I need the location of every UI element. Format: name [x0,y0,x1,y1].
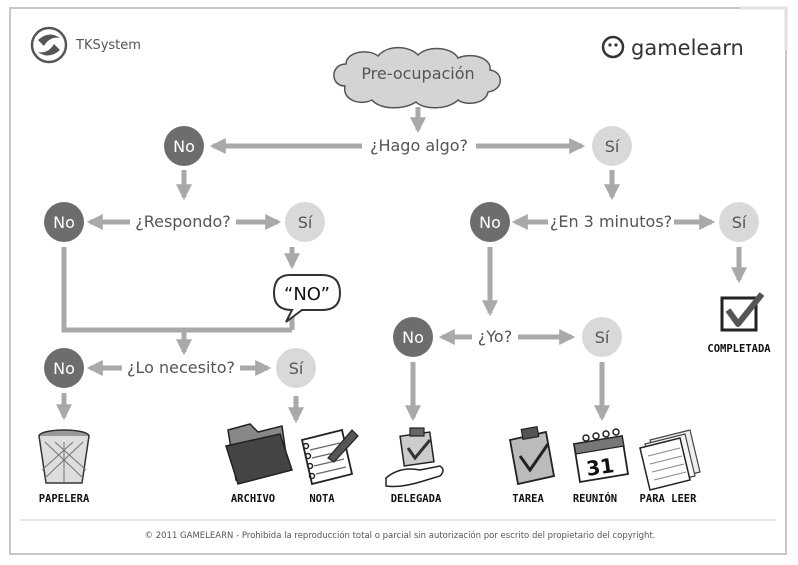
no-label: No [53,213,75,232]
label-tarea: TAREA [512,493,544,505]
tksystem-logo-icon [30,26,68,64]
trash-bin-icon [38,429,90,484]
question-respondo: ¿Respondo? [135,212,231,231]
si-node-hago: Sí [592,126,632,166]
label-reunion: REUNIÓN [573,492,617,505]
label-papelera: PAPELERA [39,493,90,505]
no-node-necesito: No [44,348,84,388]
gamelearn-logo: gamelearn [601,35,744,60]
clipboard-check-icon [508,425,556,486]
delegate-hand-icon [385,427,444,488]
calendar-icon: 31 [572,428,630,484]
si-node-yo: Sí [582,317,622,357]
question-lo-necesito: ¿Lo necesito? [127,358,235,377]
label-delegada: DELEGADA [391,493,442,505]
label-nota: NOTA [309,493,335,505]
question-3-minutos: ¿En 3 minutos? [550,212,672,231]
label-archivo: ARCHIVO [231,493,275,505]
no-speech-bubble: “NO” [272,274,342,323]
label-completada: COMPLETADA [707,343,771,355]
documents-stack-icon [639,429,701,491]
no-label: No [479,213,501,232]
si-label: Sí [595,328,610,347]
question-hago-algo: ¿Hago algo? [370,136,468,155]
no-node-3min: No [470,202,510,242]
si-label: Sí [298,213,313,232]
si-node-3min: Sí [719,202,759,242]
tksystem-brand-text: TKSystem [75,38,141,53]
notepad-icon [300,428,359,486]
question-yo: ¿Yo? [478,327,512,346]
si-node-necesito: Sí [276,348,316,388]
start-cloud: Pre-ocupación [333,46,501,109]
no-bubble-text: “NO” [284,284,330,305]
no-node-yo: No [393,317,433,357]
no-node-hago: No [164,126,204,166]
no-label: No [53,359,75,378]
si-label: Sí [289,359,304,378]
tksystem-logo: TKSystem [30,26,141,64]
no-label: No [402,328,424,347]
si-label: Sí [605,137,620,156]
calendar-day: 31 [585,453,616,481]
flow-arrows [55,107,748,424]
gamelearn-logo-icon [601,35,625,59]
si-node-respondo: Sí [285,202,325,242]
check-box-icon [720,292,765,332]
si-label: Sí [732,213,747,232]
no-node-respondo: No [44,202,84,242]
label-para-leer: PARA LEER [640,493,698,505]
start-label: Pre-ocupación [361,64,474,83]
gamelearn-brand-text: gamelearn [631,36,744,60]
no-label: No [173,137,195,156]
footer-copyright: © 2011 GAMELEARN - Prohibida la reproduc… [145,530,656,541]
folder-icon [225,423,293,485]
